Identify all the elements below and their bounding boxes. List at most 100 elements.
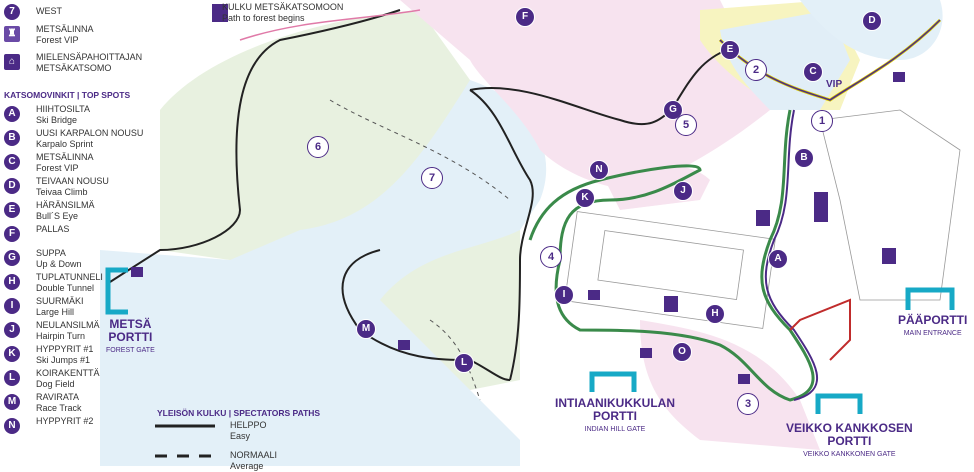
stadium [564, 109, 961, 329]
map-spot-h[interactable]: H [705, 304, 725, 324]
gate-en: FOREST GATE [106, 347, 155, 354]
map-spot-e[interactable]: E [720, 40, 740, 60]
spot-fi: TEIVAAN NOUSU [36, 176, 109, 186]
spot-en: Up & Down [36, 259, 82, 269]
spot-badge: C [4, 154, 20, 170]
spot-en: Karpalo Sprint [36, 139, 94, 149]
spot-en: Hairpin Turn [36, 331, 86, 341]
map-spot-n[interactable]: N [589, 160, 609, 180]
legend-line1: METSÄLINNA [36, 24, 94, 34]
map-spot-b[interactable]: B [794, 148, 814, 168]
zone-3-marker[interactable]: 3 [737, 393, 759, 415]
spot-en: Ski Bridge [36, 115, 78, 125]
spot-badge: D [4, 178, 20, 194]
spot-fi: RAVIRATA [36, 392, 80, 402]
zone-1-marker[interactable]: 1 [811, 110, 833, 132]
path-en: Average [230, 461, 264, 471]
top-spots-header: KATSOMOVINKIT | TOP SPOTS [4, 90, 131, 100]
map-spot-f[interactable]: F [515, 7, 535, 27]
spot-badge: L [4, 370, 20, 386]
spot-fi: HÄRÄNSILMÄ [36, 200, 95, 210]
map-spot-d[interactable]: D [862, 11, 882, 31]
ski-track [528, 109, 815, 402]
zone-7-badge: 7 [4, 4, 20, 20]
spectator-paths [109, 9, 730, 381]
zone-6-area [160, 10, 520, 390]
spot-fi: SUPPA [36, 248, 66, 258]
zone-6-marker[interactable]: 6 [307, 136, 329, 158]
map-spot-a[interactable]: A [768, 249, 788, 269]
map-spot-m[interactable]: M [356, 319, 376, 339]
gate-shapes [105, 267, 955, 414]
gate-en: INDIAN HILL GATE [584, 426, 646, 433]
zone-7-marker[interactable]: 7 [421, 167, 443, 189]
spot-fi: KOIRAKENTTÄ [36, 368, 100, 378]
spot-fi: HYPPYRIT #2 [36, 416, 94, 426]
path-en: Easy [230, 431, 251, 441]
spot-fi: HYPPYRIT #1 [36, 344, 94, 354]
spot-fi: TUPLATUNNELI [36, 272, 103, 282]
gate-name: INTIAANIKUKKULAN [555, 396, 675, 410]
spot-fi: HIIHTOSILTA [36, 104, 91, 114]
legend-line2: Path to forest begins [222, 13, 305, 23]
spot-badge: B [4, 130, 20, 146]
zone-2-blue [720, 10, 850, 110]
map-spot-k[interactable]: K [575, 188, 595, 208]
gate-name: METSÄ [109, 317, 152, 331]
spot-badge: A [4, 106, 20, 122]
spot-en: Ski Jumps #1 [36, 355, 91, 365]
spot-en: Large Hill [36, 307, 75, 317]
gate-name: VEIKKO KANKKOSEN [786, 421, 913, 435]
gate-name2: PORTTI [827, 434, 872, 448]
spot-en: Forest VIP [36, 163, 79, 173]
zone-2-marker[interactable]: 2 [745, 59, 767, 81]
path-fi: NORMAALI [230, 450, 278, 460]
spot-en: Teivaa Climb [36, 187, 88, 197]
spot-fi: UUSI KARPALON NOUSU [36, 128, 144, 138]
map-spot-i[interactable]: I [554, 285, 574, 305]
path-fi: HELPPO [230, 420, 267, 430]
spot-en: Dog Field [36, 379, 75, 389]
gate-name2: PORTTI [108, 330, 153, 344]
paths-header: YLEISÖN KULKU | SPECTATORS PATHS [157, 408, 321, 418]
zone-4-marker[interactable]: 4 [540, 246, 562, 268]
legend-line1: KULKU METSÄKATSOMOON [222, 2, 344, 12]
spot-badge: N [4, 418, 20, 434]
map-spot-o[interactable]: O [672, 342, 692, 362]
spot-badge: G [4, 250, 20, 266]
pink-path [239, 9, 421, 41]
wc-icons [131, 72, 905, 384]
spot-badge: I [4, 298, 20, 314]
spot-en: Double Tunnel [36, 283, 95, 293]
spot-fi: SUURMÄKI [36, 296, 84, 306]
zone-j-area [600, 163, 710, 210]
spot-fi: NEULANSILMÄ [36, 320, 100, 330]
vip-label: VIP [826, 79, 843, 90]
gate-en: VEIKKO KANKKONEN GATE [803, 451, 896, 458]
gate-name2: PORTTI [593, 409, 637, 423]
forest-lake-area [100, 250, 520, 466]
legend-line1: MIELENSÄPAHOITTAJAN [36, 52, 143, 62]
map-spot-j[interactable]: J [673, 181, 693, 201]
legend-line2: METSÄKATSOMO [36, 63, 112, 73]
map-spot-g[interactable]: G [663, 100, 683, 120]
spot-badge: H [4, 274, 20, 290]
gate-name: PÄÄPORTTI [898, 313, 968, 327]
map-spot-c[interactable]: C [803, 62, 823, 82]
zone-5-area [400, 0, 770, 190]
spot-badge: J [4, 322, 20, 338]
spot-badge: M [4, 394, 20, 410]
castle-icon: ♜ [4, 26, 20, 42]
spot-badge: E [4, 202, 20, 218]
spot-fi: METSÄLINNA [36, 152, 94, 162]
zone-5-marker[interactable]: 5 [675, 114, 697, 136]
gate-en: MAIN ENTRANCE [903, 330, 962, 337]
main-entrance-gate[interactable]: PÄÄPORTTI MAIN ENTRANCE [898, 314, 967, 340]
map-spot-l[interactable]: L [454, 353, 474, 373]
